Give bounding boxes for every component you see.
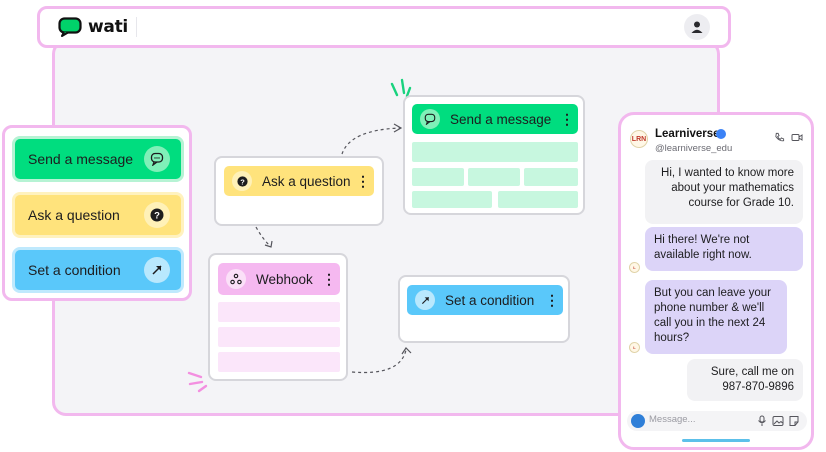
node-header[interactable]: Send a message ⋮	[412, 104, 578, 134]
node-title: Send a message	[450, 111, 552, 127]
phone-call-icon[interactable]	[774, 132, 785, 143]
message-placeholder-bar	[468, 168, 520, 186]
user-icon	[691, 21, 703, 33]
palette-item-label: Ask a question	[28, 207, 120, 223]
message-placeholder-bar	[412, 168, 464, 186]
image-icon[interactable]	[772, 415, 784, 427]
node-title: Webhook	[256, 271, 313, 287]
microphone-icon[interactable]	[757, 415, 767, 427]
message-placeholder-bar	[412, 142, 578, 162]
svg-text:?: ?	[154, 211, 160, 222]
message-composer[interactable]: Message...	[627, 411, 807, 431]
svg-text:?: ?	[240, 177, 245, 186]
wati-logo[interactable]: wati	[58, 17, 128, 37]
verified-badge-icon	[716, 129, 726, 139]
chat-bubble-icon	[420, 109, 440, 129]
chat-preview-phone: LRN Learniverse @learniverse_edu Hi, I w…	[618, 112, 814, 450]
chat-bubble-icon	[144, 146, 170, 172]
flow-node-ask-question[interactable]: ? Ask a question ⋮	[214, 156, 384, 226]
palette-send-message[interactable]: Send a message	[15, 139, 181, 179]
condition-arrow-icon	[144, 257, 170, 283]
chat-message-outgoing: But you can leave your phone number & we…	[645, 280, 787, 354]
webhook-placeholder-bar	[218, 352, 340, 372]
bot-avatar: L	[629, 262, 640, 273]
node-header[interactable]: ? Ask a question ⋮	[224, 166, 374, 196]
message-placeholder-bar	[498, 191, 578, 208]
palette-ask-question[interactable]: Ask a question ?	[15, 195, 181, 235]
contact-avatar: LRN	[630, 130, 648, 148]
webhook-placeholder-bar	[218, 302, 340, 322]
node-title: Set a condition	[445, 292, 535, 308]
user-avatar-button[interactable]	[684, 14, 710, 40]
message-placeholder-bar	[524, 168, 578, 186]
node-header[interactable]: Webhook ⋮	[218, 263, 340, 295]
home-indicator	[682, 439, 750, 442]
flow-node-set-condition[interactable]: Set a condition ⋮	[398, 275, 570, 343]
more-options-icon[interactable]: ⋮	[545, 292, 559, 308]
node-palette: Send a message Ask a question ? Set a co…	[2, 125, 192, 301]
chat-message-incoming: Sure, call me on 987-870-9896	[687, 359, 803, 401]
flow-node-webhook[interactable]: Webhook ⋮	[208, 253, 348, 381]
question-mark-icon: ?	[232, 171, 252, 191]
question-mark-icon: ?	[144, 202, 170, 228]
chat-message-incoming: Hi, I wanted to know more about your mat…	[645, 160, 803, 224]
condition-arrow-icon	[415, 290, 435, 310]
node-header[interactable]: Set a condition ⋮	[407, 285, 563, 315]
more-options-icon[interactable]: ⋮	[322, 271, 336, 287]
video-call-icon[interactable]	[791, 132, 803, 143]
flow-node-send-message[interactable]: Send a message ⋮	[403, 95, 585, 215]
webhook-placeholder-bar	[218, 327, 340, 347]
message-placeholder-bar	[412, 191, 492, 208]
contact-handle: @learniverse_edu	[655, 143, 733, 154]
camera-icon[interactable]	[631, 414, 645, 428]
palette-set-condition[interactable]: Set a condition	[15, 250, 181, 290]
chat-message-outgoing: Hi there! We're not available right now.	[645, 227, 803, 271]
divider	[136, 17, 137, 37]
node-title: Ask a question	[262, 173, 351, 189]
palette-item-label: Set a condition	[28, 262, 121, 278]
top-navbar: wati	[37, 6, 731, 48]
wati-logo-icon	[58, 17, 82, 37]
contact-name: Learniverse	[655, 128, 720, 140]
more-options-icon[interactable]: ⋮	[560, 111, 574, 127]
brand-name: wati	[88, 17, 128, 37]
bot-avatar: L	[629, 342, 640, 353]
more-options-icon[interactable]: ⋮	[356, 173, 370, 189]
webhook-icon	[226, 269, 246, 289]
sticker-icon[interactable]	[788, 415, 800, 427]
palette-item-label: Send a message	[28, 151, 134, 167]
message-input[interactable]: Message...	[649, 414, 696, 425]
